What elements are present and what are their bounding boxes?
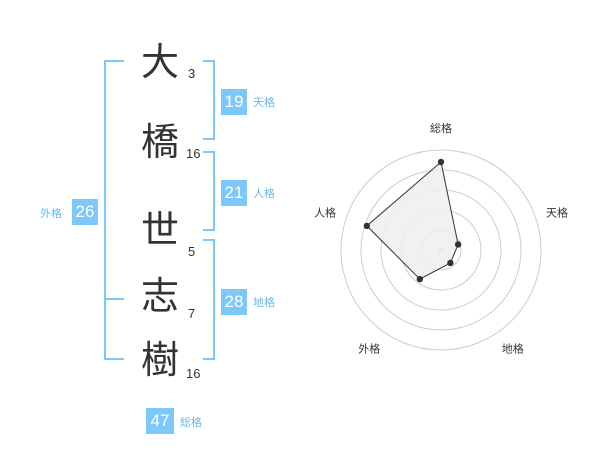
stroke-count-2: 16 [186, 146, 201, 161]
gaikaku-divider-tick [104, 298, 124, 300]
gaikaku-bracket [104, 60, 124, 360]
jinkaku-label: 人格 [253, 187, 275, 200]
name-char-2: 橋 [140, 120, 179, 164]
chikaku-label: 地格 [253, 296, 275, 309]
radar-axis-label-1: 総格 [430, 121, 452, 135]
radar-axis-label-4: 外格 [358, 342, 380, 356]
jinkaku-value: 21 [221, 180, 247, 206]
soukaku-label: 総格 [180, 416, 202, 429]
name-char-4: 志 [140, 274, 179, 318]
radar-axis-label-3: 地格 [502, 342, 524, 356]
chikaku-bracket [203, 239, 215, 360]
radar-axis-label-2: 天格 [546, 205, 568, 219]
jinkaku-bracket [203, 151, 215, 231]
tenkaku-bracket [203, 60, 215, 140]
name-char-1: 大 [140, 40, 179, 84]
gaikaku-label: 外格 [40, 207, 62, 220]
tenkaku-value: 19 [221, 89, 247, 115]
tenkaku-label: 天格 [253, 96, 275, 109]
radar-point-5 [363, 222, 371, 230]
radar-area [366, 161, 459, 280]
name-char-3: 世 [140, 208, 179, 252]
radar-point-3 [447, 259, 454, 267]
stroke-count-5: 16 [186, 366, 201, 381]
radar-ring-5 [340, 149, 542, 351]
stroke-count-1: 3 [188, 66, 196, 81]
soukaku-value: 47 [146, 408, 174, 434]
chikaku-value: 28 [221, 289, 247, 315]
radar-point-2 [454, 241, 462, 248]
radar-axis-label-5: 人格 [314, 205, 336, 219]
radar-point-4 [416, 275, 424, 283]
name-char-5: 樹 [140, 338, 179, 382]
radar-point-1 [437, 158, 445, 166]
stroke-count-4: 7 [188, 306, 196, 321]
gaikaku-value: 26 [72, 199, 98, 225]
stroke-count-3: 5 [188, 244, 196, 259]
